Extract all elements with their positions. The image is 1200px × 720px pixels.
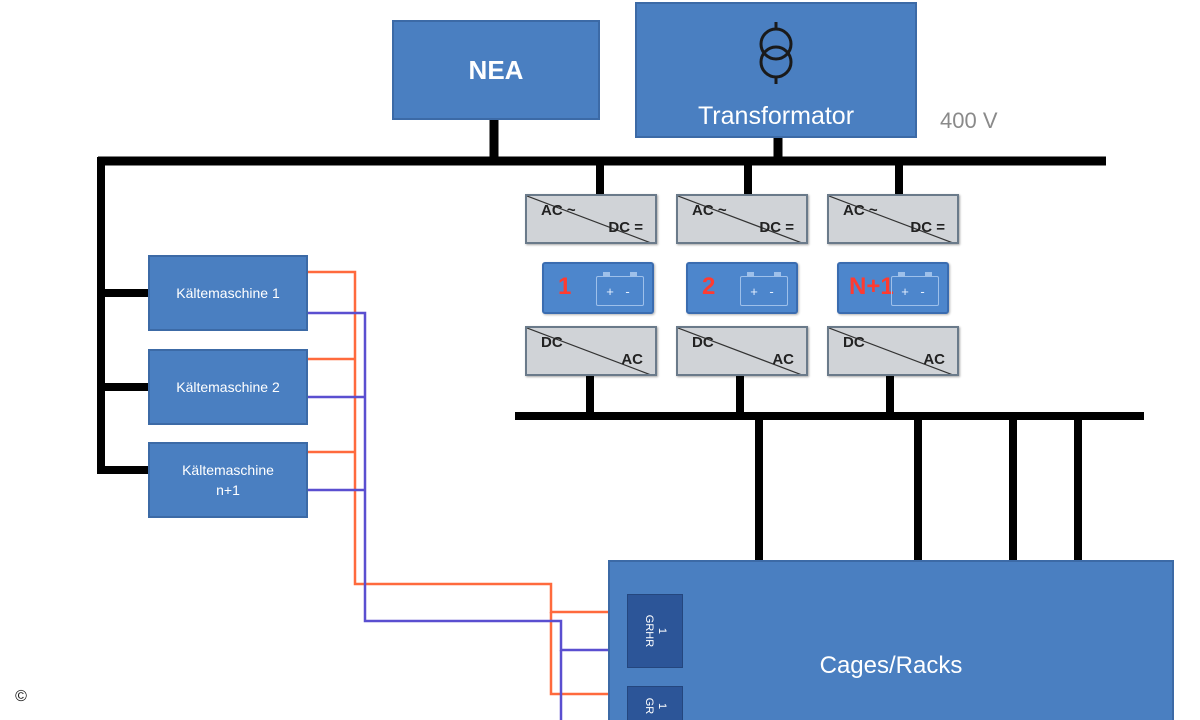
battery-n1-number: N+1 (849, 273, 894, 300)
inverter-1-input: DC (541, 334, 563, 351)
inverter-2-output: AC (772, 351, 794, 368)
chilled-water-supply (308, 270, 628, 696)
nea-generator-box: NEA (392, 20, 600, 120)
chiller-2: Kältemaschine 2 (148, 349, 308, 425)
battery-2-number: 2 (702, 273, 716, 300)
battery-icon: + - (891, 272, 939, 306)
transformer-box: Transformator (635, 2, 917, 138)
nea-label: NEA (468, 54, 524, 85)
rectifier-3-output: DC = (910, 219, 945, 236)
chiller-n1-sublabel: n+1 (216, 482, 240, 498)
inverter-2-input: DC (692, 334, 714, 351)
rectifier-1-input: AC ~ (541, 202, 576, 219)
battery-1-number: 1 (558, 273, 572, 300)
cooling-port-2-label: 1 GR (643, 697, 668, 715)
chiller-n1-label: Kältemaschine (182, 462, 274, 478)
diagonal-divider (527, 328, 651, 374)
chiller-1-label: Kältemaschine 1 (176, 285, 280, 301)
chilled-water-return (308, 311, 628, 720)
rectifier-2-output: DC = (759, 219, 794, 236)
battery-n1: N+1 + - (837, 262, 949, 314)
battery-icon: + - (596, 272, 644, 306)
cooling-port-1-label: 1 GRHR (643, 614, 668, 648)
rectifier-1-output: DC = (608, 219, 643, 236)
voltage-label: 400 V (940, 108, 998, 133)
inverter-3-output: AC (923, 351, 945, 368)
transformer-label: Transformator (697, 102, 855, 130)
battery-1: 1 + - (542, 262, 654, 314)
chiller-n1: Kältemaschine n+1 (148, 442, 308, 518)
diagonal-divider (527, 196, 651, 242)
inverter-3: DC AC (827, 326, 959, 376)
battery-2: 2 + - (686, 262, 798, 314)
cooling-port-1: 1 GRHR (627, 594, 683, 668)
chiller-2-label: Kältemaschine 2 (176, 379, 280, 395)
copyright-mark: © (10, 686, 32, 708)
inverter-1-output: AC (621, 351, 643, 368)
battery-icon: + - (740, 272, 788, 306)
rectifier-2-input: AC ~ (692, 202, 727, 219)
rectifier-2: AC ~ DC = (676, 194, 808, 244)
diagonal-divider (678, 328, 802, 374)
diagonal-divider (829, 328, 953, 374)
cooling-port-2: 1 GR (627, 686, 683, 720)
diagonal-divider (678, 196, 802, 242)
transformer-icon (759, 22, 793, 84)
rectifier-3-input: AC ~ (843, 202, 878, 219)
cages-racks-label: Cages/Racks (819, 652, 963, 679)
cages-racks-box: Cages/Racks (608, 560, 1174, 720)
chiller-1: Kältemaschine 1 (148, 255, 308, 331)
inverter-3-input: DC (843, 334, 865, 351)
rectifier-1: AC ~ DC = (525, 194, 657, 244)
inverter-1: DC AC (525, 326, 657, 376)
rectifier-3: AC ~ DC = (827, 194, 959, 244)
inverter-2: DC AC (676, 326, 808, 376)
diagonal-divider (829, 196, 953, 242)
